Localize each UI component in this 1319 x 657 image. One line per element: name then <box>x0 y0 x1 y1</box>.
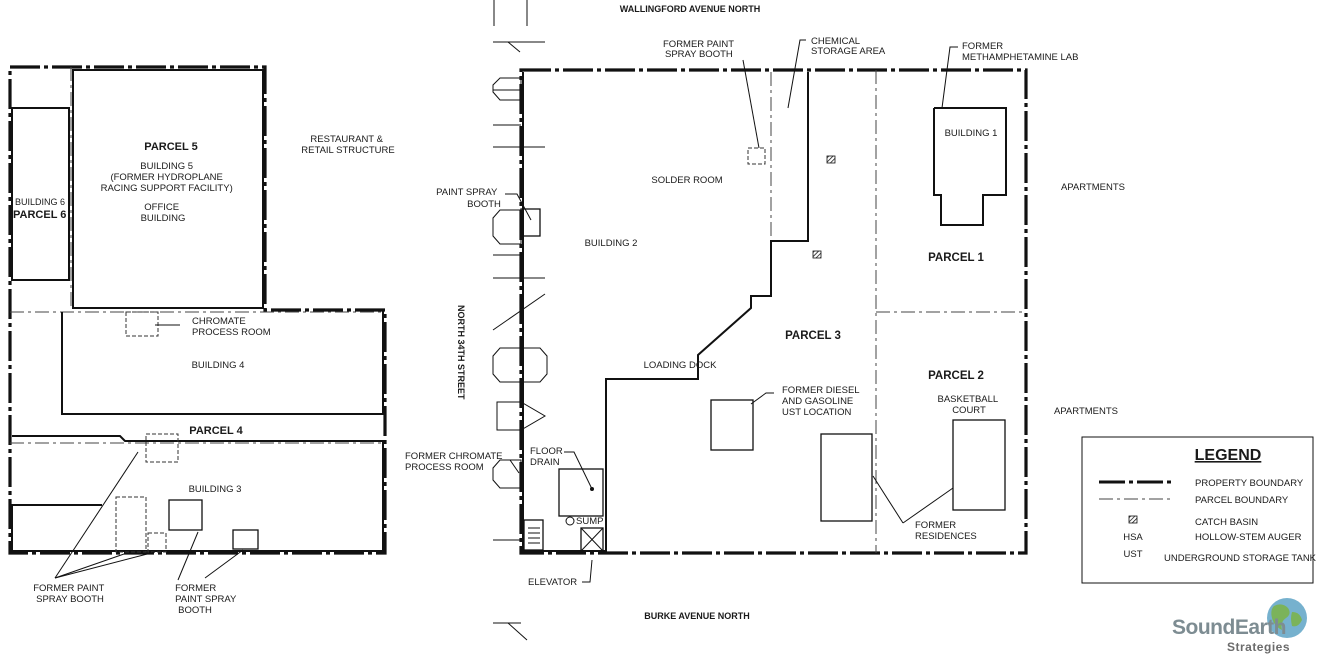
apartments-south-label: APARTMENTS <box>1054 406 1118 417</box>
wallingford-avenue-label: WALLINGFORD AVENUE NORTH <box>620 4 761 14</box>
west-property-boundary <box>8 65 387 555</box>
sump-label: SUMP <box>576 516 603 527</box>
paint-booth-sw-right-label: FORMER PAINT SPRAY BOOTH <box>175 583 239 616</box>
north-34th-street-label: NORTH 34TH STREET <box>456 305 466 400</box>
logo-name: SoundEarth <box>1172 616 1286 639</box>
loading-dock-label: LOADING DOCK <box>644 360 718 371</box>
building-2-outline <box>522 72 809 552</box>
parcel-4-label: PARCEL 4 <box>189 425 243 437</box>
parcel-2-label: PARCEL 2 <box>928 370 984 382</box>
north-34th-street: NORTH 34TH STREET <box>456 0 548 641</box>
paint-spray-booth-sw-c <box>147 532 167 553</box>
building-4-label: BUILDING 4 <box>192 360 245 371</box>
catch-basin-icon <box>826 155 836 164</box>
paint-spray-booth-sw-d <box>168 499 203 531</box>
chromate-process-room-west <box>125 311 159 337</box>
paint-spray-booth-sw-b <box>115 496 147 553</box>
apartments-north-label: APARTMENTS <box>1061 182 1125 193</box>
building-6-outline <box>11 107 70 281</box>
legend-title: LEGEND <box>1195 447 1262 464</box>
legend-item-label: CATCH BASIN <box>1195 517 1258 528</box>
paint-booth-north-label: FORMER PAINT SPRAY BOOTH <box>663 39 737 60</box>
former-ust-location <box>710 399 754 451</box>
parcel-1-label: PARCEL 1 <box>928 252 984 264</box>
building-2-label: BUILDING 2 <box>585 238 638 249</box>
basketball-court <box>952 419 1006 511</box>
meth-lab-label: FORMER METHAMPHETAMINE LAB <box>962 41 1078 63</box>
basketball-court-label: BASKETBALL COURT <box>937 394 1000 416</box>
soundearth-logo: SoundEarth Strategies <box>1172 598 1307 654</box>
building-1-outline <box>933 107 1007 226</box>
legend-item-label: PROPERTY BOUNDARY <box>1195 478 1304 489</box>
paint-spray-booth-west <box>520 208 541 237</box>
building-5-label: BUILDING 5 (FORMER HYDROPLANE RACING SUP… <box>101 161 236 224</box>
elevator-label: ELEVATOR <box>528 577 577 588</box>
paint-spray-booth-north <box>747 147 766 165</box>
catch-basin-icon <box>812 250 822 259</box>
east-property: WALLINGFORD AVENUE NORTH BURKE AVENUE NO… <box>405 4 1125 621</box>
floor-drain-room <box>558 468 604 517</box>
building-5-outline <box>72 69 264 309</box>
floor-drain-label: FLOOR DRAIN <box>530 446 565 468</box>
legend-symbol-ust: UST <box>1124 549 1143 560</box>
diesel-ust-label: FORMER DIESEL AND GASOLINE UST LOCATION <box>782 385 862 418</box>
parcel-5-label: PARCEL 5 <box>144 141 197 153</box>
sump-icon <box>565 516 575 526</box>
legend-item-label: HOLLOW-STEM AUGER <box>1195 532 1302 543</box>
stairwell <box>523 519 544 551</box>
residences-label: FORMER RESIDENCES <box>915 520 977 542</box>
building-3-label: BUILDING 3 <box>189 484 242 495</box>
paint-spray-booth-label: PAINT SPRAY BOOTH <box>436 187 501 210</box>
legend-item-label: UNDERGROUND STORAGE TANK <box>1164 553 1317 564</box>
restaurant-label: RESTAURANT & RETAIL STRUCTURE <box>301 134 394 156</box>
catch-basin-icon <box>1128 515 1138 524</box>
chromate-room-west-label: CHROMATE PROCESS ROOM <box>192 316 271 338</box>
paint-booth-sw-left-label: FORMER PAINT SPRAY BOOTH <box>33 583 107 605</box>
legend-item-label: PARCEL BOUNDARY <box>1195 495 1289 506</box>
chemical-storage-label: CHEMICAL STORAGE AREA <box>811 36 886 57</box>
building-4-outline <box>61 310 384 415</box>
building-3-outline <box>11 435 384 552</box>
building-6-label: BUILDING 6 <box>15 197 65 207</box>
former-residence <box>820 433 873 522</box>
parcel-6-label: PARCEL 6 <box>13 209 66 221</box>
chromate-room-east-label: FORMER CHROMATE PROCESS ROOM <box>405 451 505 473</box>
west-property: BUILDING 6 PARCEL 6 PARCEL 5 BUILDING 5 … <box>8 65 395 616</box>
legend-box <box>1081 436 1314 584</box>
paint-spray-booth-sw-e <box>232 529 259 550</box>
parcel-3-label: PARCEL 3 <box>785 330 841 342</box>
elevator-shaft <box>580 527 604 552</box>
paint-spray-booth-sw-a <box>145 433 179 463</box>
legend: LEGEND PROPERTY BOUNDARY PARCEL BOUNDARY… <box>1081 436 1317 584</box>
building-1-label: BUILDING 1 <box>945 128 998 139</box>
legend-symbol-hsa: HSA <box>1123 532 1143 543</box>
east-property-boundary <box>519 68 1028 555</box>
burke-avenue-label: BURKE AVENUE NORTH <box>644 611 750 621</box>
solder-room-label: SOLDER ROOM <box>651 175 722 186</box>
logo-sub: Strategies <box>1227 640 1290 654</box>
